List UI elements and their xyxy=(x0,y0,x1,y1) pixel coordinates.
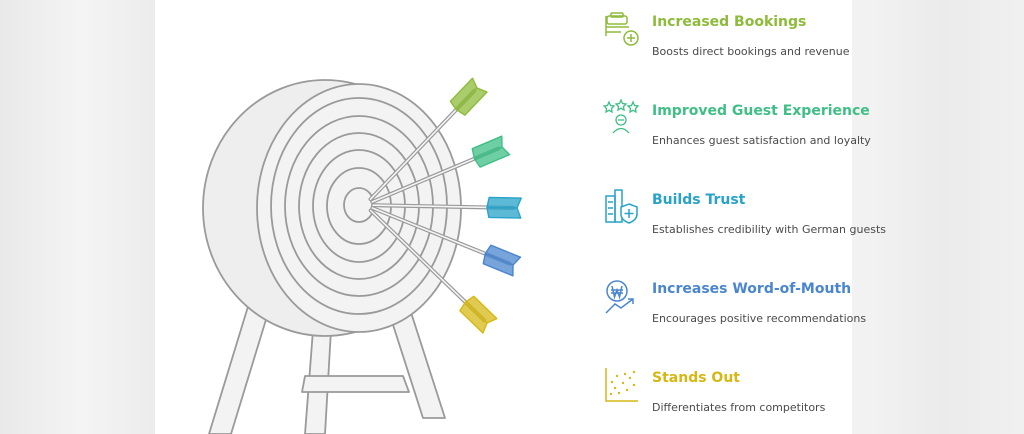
arrow-fletching xyxy=(486,196,522,209)
arrow-fletching xyxy=(473,146,511,168)
target-illustration xyxy=(202,77,522,434)
arrow-5 xyxy=(368,208,498,334)
benefit-title: Increased Bookings xyxy=(652,14,807,30)
arrow-fletching xyxy=(482,252,514,277)
benefit-description: Encourages positive recommendations xyxy=(652,312,867,325)
benefit-description: Establishes credibility with German gues… xyxy=(652,223,887,236)
target-stand xyxy=(208,299,446,434)
arrow-3 xyxy=(370,196,522,219)
infographic-card: Increased Bookings Boosts direct booking… xyxy=(155,0,886,434)
coin-growth-icon xyxy=(605,280,634,314)
arrow-fletching xyxy=(455,87,488,116)
benefit-description: Enhances guest satisfaction and loyalty xyxy=(652,134,871,147)
bed-plus-icon xyxy=(605,12,639,46)
arrow-fletching xyxy=(486,206,522,219)
benefit-title: Improved Guest Experience xyxy=(652,103,870,119)
benefit-description: Boosts direct bookings and revenue xyxy=(652,45,850,58)
arrow-4 xyxy=(370,206,522,277)
arrow-2 xyxy=(370,135,511,204)
arrows-group xyxy=(368,77,522,334)
benefit-description: Differentiates from competitors xyxy=(652,401,826,414)
stars-person-icon xyxy=(603,99,640,134)
arrow-1 xyxy=(368,77,488,202)
benefit-title: Builds Trust xyxy=(652,192,746,208)
benefit-title: Increases Word-of-Mouth xyxy=(652,281,852,297)
scatter-chart-icon xyxy=(605,368,638,402)
building-shield-icon xyxy=(605,189,638,224)
benefit-title: Stands Out xyxy=(652,370,740,386)
arrow-fletching xyxy=(459,301,488,334)
